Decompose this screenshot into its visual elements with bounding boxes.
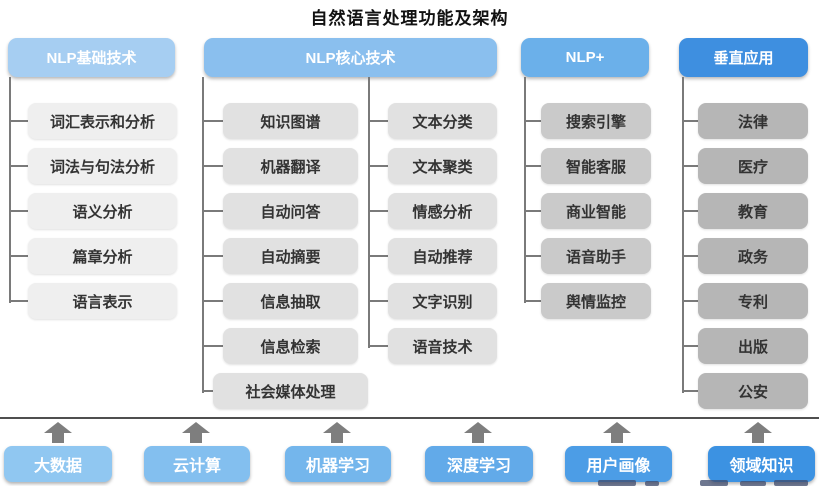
connector-line bbox=[368, 300, 388, 302]
node-basic-item: 词法与句法分析 bbox=[28, 148, 177, 184]
node-core-item: 自动推荐 bbox=[388, 238, 497, 274]
connector-line bbox=[9, 210, 28, 212]
connector-line bbox=[524, 255, 541, 257]
block-arrow-up-icon bbox=[744, 422, 772, 443]
node-core-item: 文本聚类 bbox=[388, 148, 497, 184]
block-arrow-up-icon bbox=[182, 422, 210, 443]
foundation-machine-learning: 机器学习 bbox=[285, 446, 391, 482]
connector-line bbox=[368, 255, 388, 257]
header-vertical-apps: 垂直应用 bbox=[679, 38, 808, 77]
header-nlp-core: NLP核心技术 bbox=[204, 38, 497, 77]
connector-line bbox=[202, 165, 223, 167]
connector-line bbox=[524, 300, 541, 302]
connector-line bbox=[682, 210, 698, 212]
node-core-item: 自动问答 bbox=[223, 193, 358, 229]
watermark-fragment bbox=[740, 481, 766, 486]
watermark-fragment bbox=[700, 480, 728, 486]
connector-line bbox=[202, 390, 213, 392]
block-arrow-up-icon bbox=[44, 422, 72, 443]
node-vertical-item: 政务 bbox=[698, 238, 808, 274]
node-core-item: 自动摘要 bbox=[223, 238, 358, 274]
connector-line bbox=[202, 77, 204, 393]
connector-line bbox=[524, 210, 541, 212]
connector-line bbox=[9, 120, 28, 122]
foundation-user-profile: 用户画像 bbox=[565, 446, 672, 482]
connector-line bbox=[202, 255, 223, 257]
node-nlp-plus-item: 语音助手 bbox=[541, 238, 651, 274]
header-nlp-plus: NLP+ bbox=[521, 38, 649, 77]
foundation-domain-knowledge: 领域知识 bbox=[708, 446, 815, 482]
connector-line bbox=[368, 210, 388, 212]
connector-line bbox=[368, 165, 388, 167]
node-basic-item: 语言表示 bbox=[28, 283, 177, 319]
watermark-fragment bbox=[645, 481, 659, 486]
connector-line bbox=[524, 165, 541, 167]
connector-line bbox=[202, 300, 223, 302]
node-vertical-item: 法律 bbox=[698, 103, 808, 139]
connector-line bbox=[524, 77, 526, 303]
connector-line bbox=[682, 165, 698, 167]
connector-line bbox=[202, 345, 223, 347]
connector-line bbox=[368, 345, 388, 347]
foundation-divider bbox=[0, 417, 819, 419]
node-nlp-plus-item: 智能客服 bbox=[541, 148, 651, 184]
node-core-item: 机器翻译 bbox=[223, 148, 358, 184]
foundation-deep-learning: 深度学习 bbox=[425, 446, 533, 482]
node-vertical-item: 专利 bbox=[698, 283, 808, 319]
node-basic-item: 词汇表示和分析 bbox=[28, 103, 177, 139]
node-basic-item: 篇章分析 bbox=[28, 238, 177, 274]
foundation-big-data: 大数据 bbox=[4, 446, 112, 482]
connector-line bbox=[682, 345, 698, 347]
node-nlp-plus-item: 搜索引擎 bbox=[541, 103, 651, 139]
block-arrow-up-icon bbox=[603, 422, 631, 443]
block-arrow-up-icon bbox=[323, 422, 351, 443]
connector-line bbox=[524, 120, 541, 122]
connector-line bbox=[9, 255, 28, 257]
connector-line bbox=[368, 77, 370, 348]
watermark-fragment bbox=[774, 480, 808, 486]
header-nlp-basic: NLP基础技术 bbox=[8, 38, 175, 77]
connector-line bbox=[9, 165, 28, 167]
node-nlp-plus-item: 商业智能 bbox=[541, 193, 651, 229]
connector-line bbox=[682, 300, 698, 302]
node-core-item: 语音技术 bbox=[388, 328, 497, 364]
connector-line bbox=[682, 120, 698, 122]
block-arrow-up-icon bbox=[464, 422, 492, 443]
node-core-item: 知识图谱 bbox=[223, 103, 358, 139]
node-core-item: 文字识别 bbox=[388, 283, 497, 319]
connector-line bbox=[368, 120, 388, 122]
node-core-item: 社会媒体处理 bbox=[213, 373, 368, 409]
connector-line bbox=[9, 300, 28, 302]
connector-line bbox=[202, 120, 223, 122]
diagram-title: 自然语言处理功能及架构 bbox=[310, 9, 509, 28]
connector-line bbox=[682, 77, 684, 393]
node-core-item: 文本分类 bbox=[388, 103, 497, 139]
connector-line bbox=[682, 390, 698, 392]
watermark-fragment bbox=[598, 480, 636, 486]
connector-line bbox=[202, 210, 223, 212]
node-vertical-item: 教育 bbox=[698, 193, 808, 229]
node-nlp-plus-item: 舆情监控 bbox=[541, 283, 651, 319]
node-vertical-item: 出版 bbox=[698, 328, 808, 364]
node-core-item: 信息检索 bbox=[223, 328, 358, 364]
node-core-item: 情感分析 bbox=[388, 193, 497, 229]
node-basic-item: 语义分析 bbox=[28, 193, 177, 229]
node-vertical-item: 医疗 bbox=[698, 148, 808, 184]
connector-line bbox=[682, 255, 698, 257]
connector-line bbox=[9, 77, 11, 303]
foundation-cloud-computing: 云计算 bbox=[144, 446, 250, 482]
node-core-item: 信息抽取 bbox=[223, 283, 358, 319]
node-vertical-item: 公安 bbox=[698, 373, 808, 409]
